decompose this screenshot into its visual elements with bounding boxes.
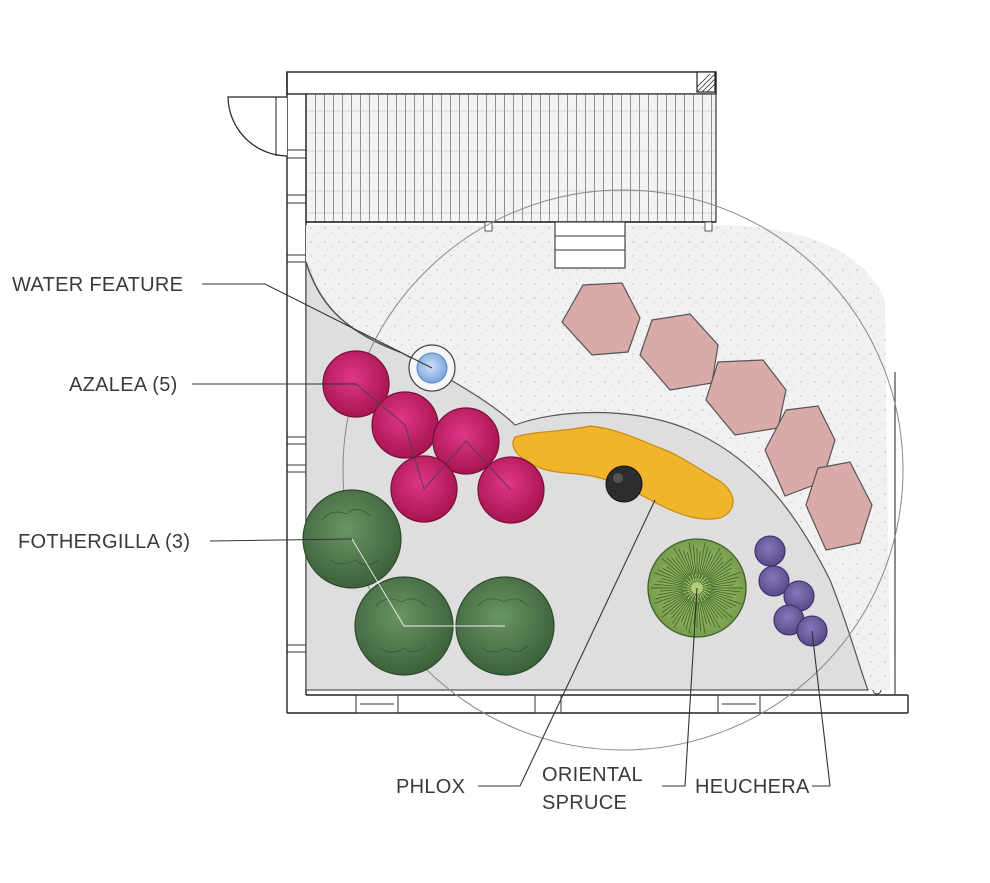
spruce-needle <box>706 588 740 593</box>
spruce-needle <box>657 580 684 587</box>
spruce-needle <box>682 550 693 575</box>
spruce-needle <box>710 584 734 588</box>
label-oriental-spruce-line2: SPRUCE <box>542 792 627 814</box>
spruce-needle <box>655 589 692 600</box>
spruce-needle <box>697 601 702 631</box>
label-fothergilla: FOTHERGILLA (3) <box>18 531 190 553</box>
spruce-needle <box>673 592 695 629</box>
spruce-needle <box>708 562 733 581</box>
spruce-needle <box>698 593 708 624</box>
spruce-needle <box>666 566 690 583</box>
spruce-needle <box>705 571 731 585</box>
leader-lines <box>192 283 831 787</box>
spruce-needle <box>654 583 688 588</box>
spruce-needle <box>686 552 696 583</box>
spruce-needle <box>688 601 696 634</box>
spruce-needle <box>698 597 706 634</box>
accent-sphere <box>605 465 643 503</box>
spruce-needle <box>700 561 724 585</box>
heuchera-plant <box>754 535 786 567</box>
spruce-needle <box>702 576 739 587</box>
spruce-needle <box>661 577 692 587</box>
label-phlox: PHLOX <box>396 776 465 798</box>
spruce-needle <box>670 591 694 615</box>
spruce-needle <box>707 596 733 618</box>
heuchera-group <box>754 535 828 647</box>
deck-steps <box>554 221 626 269</box>
spruce-needle <box>709 593 737 607</box>
paver <box>805 461 873 551</box>
heuchera-plant <box>758 565 790 597</box>
label-water-feature: WATER FEATURE <box>12 274 183 296</box>
spruce-needle <box>663 591 689 605</box>
spruce-needle <box>692 545 697 575</box>
stepping-stones <box>561 282 873 551</box>
spruce-needle <box>702 589 733 599</box>
spruce-needle <box>688 542 696 579</box>
spruce-needle <box>704 593 728 610</box>
spruce-needle <box>700 591 728 619</box>
spruce-needle <box>661 558 687 580</box>
spruce-needle <box>661 595 686 614</box>
spruce-needle <box>653 571 688 586</box>
spruce-needle <box>701 601 712 626</box>
spruce-needle <box>702 552 723 581</box>
spruce-needle <box>699 547 721 584</box>
label-azalea: AZALEA (5) <box>69 374 178 396</box>
paver <box>561 282 641 356</box>
deck <box>305 93 717 232</box>
spruce-needle <box>698 542 706 575</box>
spruce-needle <box>670 557 691 581</box>
spruce-needle <box>680 600 692 622</box>
spruce-needle <box>657 589 688 596</box>
spruce-needle <box>710 589 737 596</box>
spruce-needle <box>710 571 741 584</box>
spruce-needle <box>673 547 695 584</box>
spruce-needle <box>701 590 732 609</box>
spruce-needle <box>678 548 694 580</box>
spruce-needle <box>705 557 724 578</box>
spruce-needle <box>706 590 741 605</box>
spruce-needle <box>666 557 694 585</box>
spruce-needle <box>698 546 709 583</box>
spruce-needle <box>704 599 719 619</box>
spruce-needle <box>703 595 724 619</box>
spruce-needle <box>675 557 690 577</box>
label-oriental-spruce-line1: ORIENTAL <box>542 764 643 786</box>
spruce-needle <box>671 595 692 624</box>
spruce-needle <box>699 550 712 579</box>
spruce-needle <box>699 592 721 629</box>
spruce-needle <box>670 598 689 619</box>
spruce-needle <box>702 554 714 576</box>
label-heuchera: HEUCHERA <box>695 776 810 798</box>
spruce-needle <box>685 593 696 630</box>
spruce-needle <box>700 596 716 628</box>
spruce-needle <box>661 594 690 618</box>
spruce-needle <box>660 588 684 592</box>
spruce-needle <box>662 590 693 609</box>
spruce-needle <box>653 592 684 605</box>
spruce-needle <box>706 580 737 587</box>
spruce-needle <box>657 569 685 583</box>
spruce-needle <box>682 597 695 626</box>
spruce-needle <box>697 551 701 579</box>
spruce-needle <box>704 558 733 582</box>
spruce-needle <box>662 567 693 586</box>
layout-circle <box>342 189 904 751</box>
spruce-needle <box>701 567 732 586</box>
